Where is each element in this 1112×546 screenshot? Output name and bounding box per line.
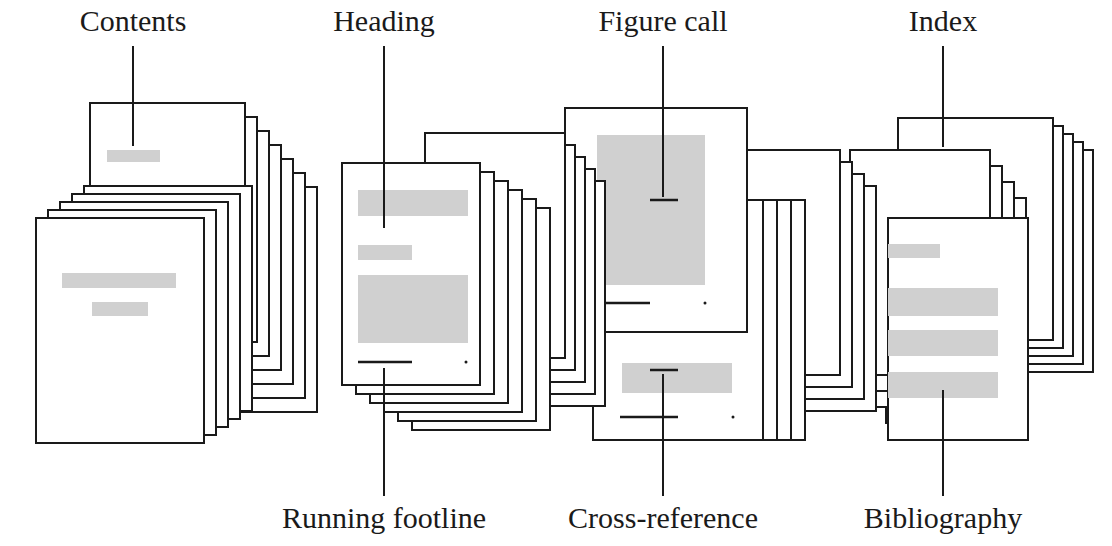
grey-block	[597, 135, 705, 285]
grey-block	[888, 244, 940, 258]
leader-line	[132, 46, 134, 146]
grey-block	[62, 273, 176, 288]
leader-line	[383, 368, 385, 496]
page-number	[732, 416, 735, 419]
grey-block	[622, 363, 732, 393]
leader-line	[942, 46, 944, 147]
leader-line	[942, 390, 944, 496]
grey-block	[358, 190, 468, 216]
grey-block	[358, 275, 468, 343]
grey-block	[888, 330, 998, 356]
grey-block	[888, 288, 998, 316]
page-number	[704, 302, 707, 305]
page-stack	[888, 218, 1028, 440]
page-stack	[36, 186, 252, 443]
page-sheet	[342, 163, 480, 385]
callout-label: Figure call	[598, 3, 727, 39]
grey-block	[92, 302, 148, 316]
grey-block	[358, 245, 412, 260]
text-line	[358, 361, 412, 364]
page-number	[465, 361, 468, 364]
callout-label: Running footline	[282, 500, 486, 536]
leader-line	[383, 46, 385, 228]
callout-label: Contents	[80, 3, 187, 39]
page-sheet	[36, 218, 204, 443]
callout-label: Index	[909, 3, 977, 39]
text-line	[650, 199, 678, 202]
leader-line	[662, 374, 664, 496]
text-line	[620, 416, 678, 419]
grey-block	[107, 150, 160, 162]
callout-label: Heading	[333, 3, 435, 39]
text-line	[650, 369, 678, 372]
page-stack	[342, 163, 550, 430]
callout-label: Cross-reference	[568, 500, 758, 536]
page-sheet	[888, 218, 1028, 440]
callout-label: Bibliography	[864, 500, 1022, 536]
leader-line	[662, 46, 664, 197]
